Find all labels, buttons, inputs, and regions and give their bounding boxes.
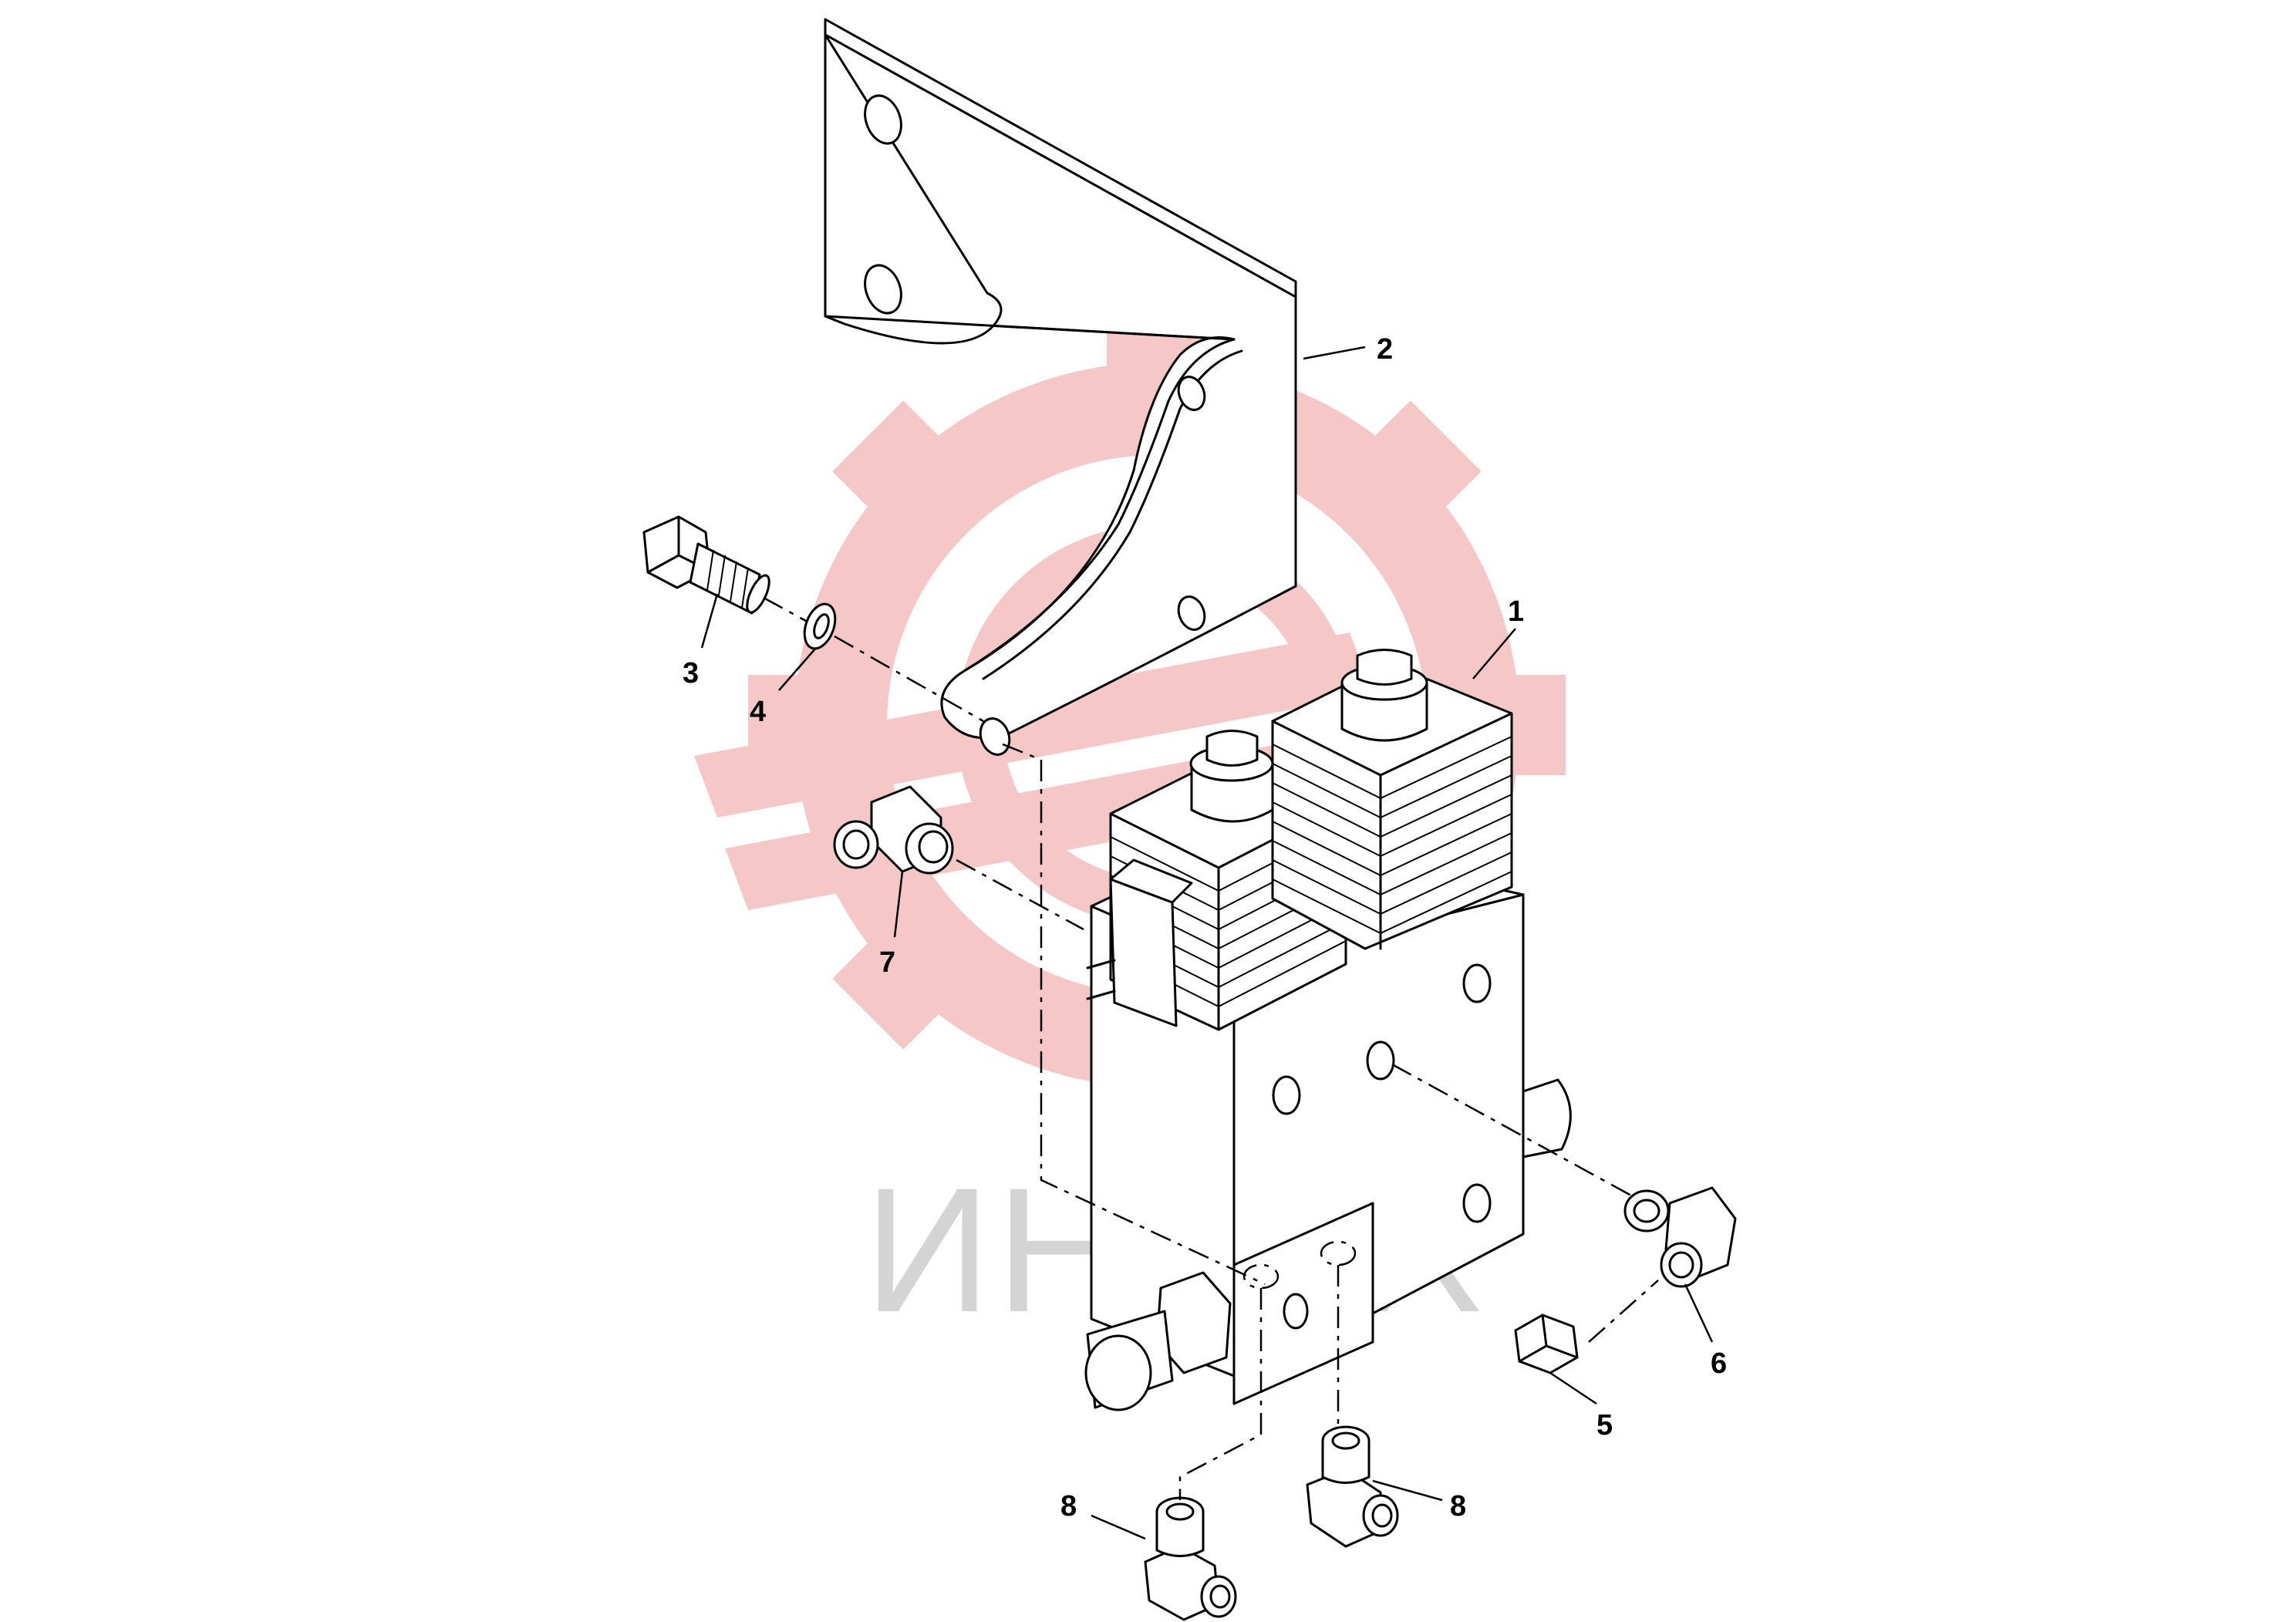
solenoid-coil-right bbox=[1271, 649, 1513, 950]
part-4-lock-washer[interactable] bbox=[799, 600, 841, 653]
part-2-bracket[interactable] bbox=[824, 18, 1297, 759]
callout-6: 6 bbox=[1711, 1347, 1727, 1380]
assembly-center-lines bbox=[763, 596, 1659, 1500]
callout-8-right: 8 bbox=[1450, 1490, 1466, 1523]
part-3-bolt[interactable] bbox=[642, 515, 774, 615]
callout-5: 5 bbox=[1596, 1409, 1613, 1442]
callout-3: 3 bbox=[683, 657, 699, 690]
callout-4: 4 bbox=[750, 696, 766, 728]
callout-7: 7 bbox=[879, 946, 895, 979]
part-7-elbow-fitting[interactable] bbox=[833, 785, 954, 875]
part-5-cap-nut[interactable] bbox=[1514, 1313, 1579, 1374]
part-8-elbow-fitting-right[interactable] bbox=[1306, 1425, 1399, 1548]
callout-1: 1 bbox=[1508, 595, 1524, 628]
leader-lines bbox=[700, 346, 1714, 1540]
callout-8-left: 8 bbox=[1060, 1490, 1077, 1523]
part-1-valve-block[interactable] bbox=[1084, 649, 1572, 1411]
part-8-elbow-fitting-left[interactable] bbox=[1144, 1496, 1237, 1621]
part-6-elbow-fitting[interactable] bbox=[1623, 1186, 1737, 1288]
callout-2: 2 bbox=[1377, 333, 1393, 366]
